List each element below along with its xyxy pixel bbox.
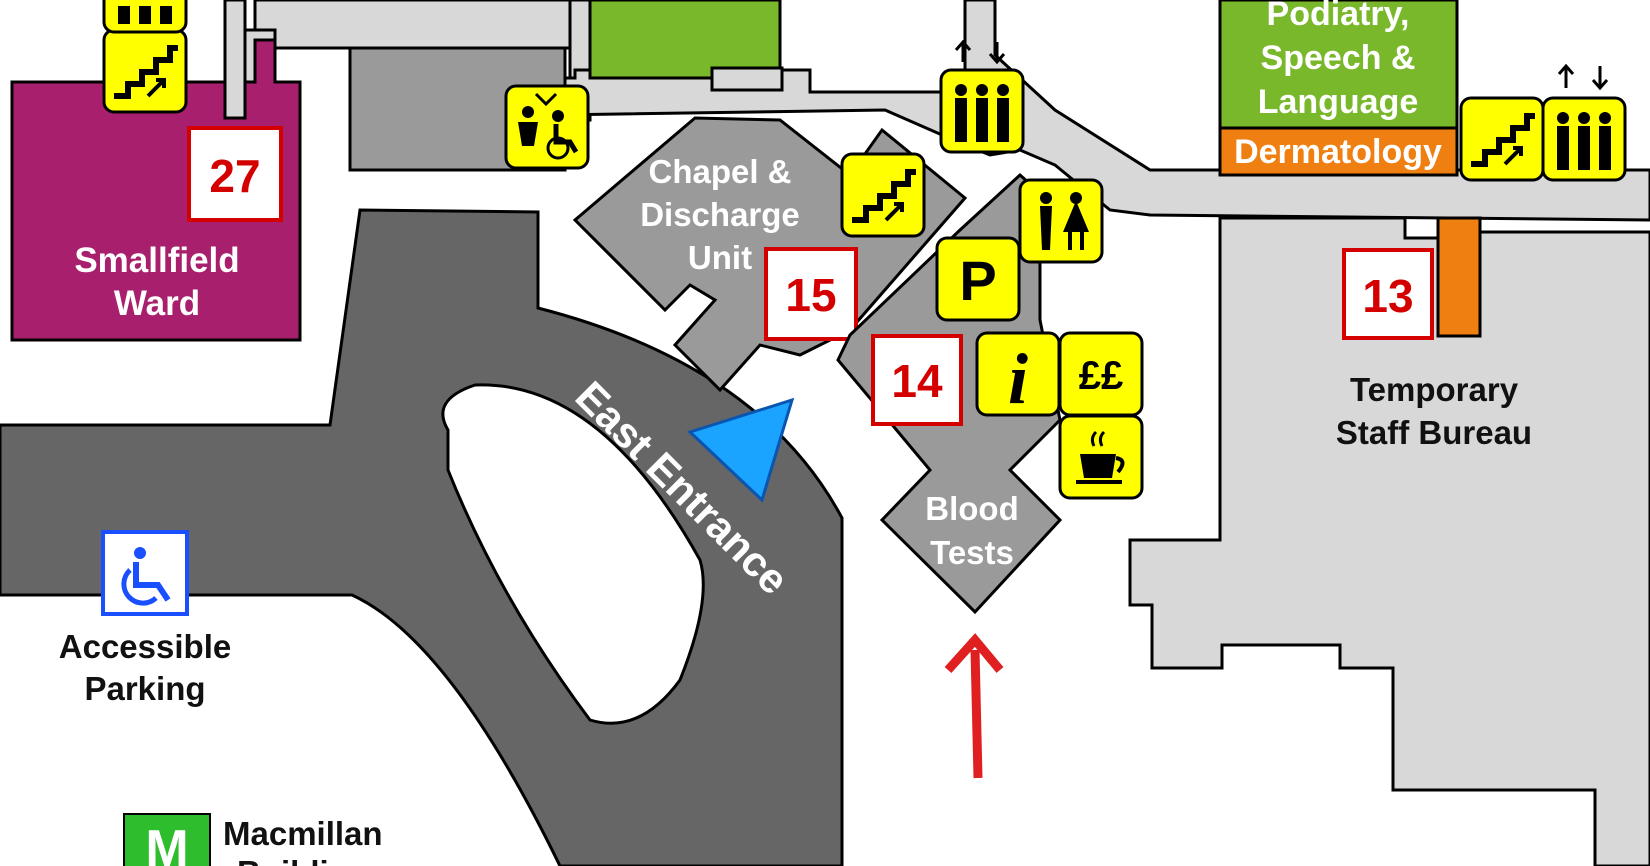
temporary-staff-label-2: Staff Bureau — [1336, 414, 1532, 451]
stairs-icon — [840, 152, 926, 238]
dermatology-label: Dermatology — [1234, 133, 1442, 171]
green-block-top — [588, 0, 782, 80]
parking-glyph: P — [959, 249, 996, 312]
podiatry-label-3: Language — [1258, 83, 1419, 121]
podiatry-label-2: Speech & — [1261, 39, 1416, 77]
temporary-staff-bureau: Temporary Staff Bureau 13 — [1128, 216, 1650, 866]
entrance-marker-icon — [687, 397, 795, 503]
blood-tests-label-2: Tests — [930, 534, 1014, 571]
cash-icon: ££ — [1058, 331, 1144, 417]
smallfield-label-1: Smallfield — [74, 241, 239, 280]
corridor-stub — [710, 66, 784, 92]
macmillan-building: M Macmillan Buildi — [123, 813, 383, 866]
building-number-15: 15 — [764, 247, 858, 341]
macmillan-label-2: Buildi — [237, 854, 329, 866]
temporary-staff-label-1: Temporary — [1350, 371, 1519, 408]
building-number-27-text: 27 — [209, 150, 260, 202]
cash-glyph: ££ — [1079, 354, 1124, 398]
direction-arrow-icon — [944, 633, 1004, 779]
wheelchair-icon — [101, 530, 189, 616]
lift-arrows-icon — [1557, 63, 1609, 91]
macmillan-logo-glyph: M — [145, 820, 188, 866]
information-glyph: i — [1008, 339, 1028, 419]
orange-stub — [1436, 216, 1482, 338]
lift-icon — [102, 0, 188, 34]
macmillan-logo-icon — [123, 813, 211, 866]
building-number-14: 14 — [871, 334, 963, 426]
building-number-13-text: 13 — [1362, 270, 1413, 322]
accessible-parking: Accessible Parking — [59, 530, 231, 707]
cup-icon — [1058, 414, 1144, 500]
podiatry-label-1: Podiatry, — [1267, 0, 1410, 33]
smallfield-ward: Smallfield Ward 27 — [10, 0, 302, 342]
blood-tests-label-1: Blood — [925, 490, 1018, 527]
parking-icon: P — [935, 236, 1021, 322]
lift-icon — [939, 68, 1025, 154]
lift-icon — [1541, 96, 1627, 182]
accessible-parking-label-2: Parking — [84, 670, 205, 707]
accessible-parking-label-1: Accessible — [59, 628, 231, 665]
building-number-13: 13 — [1342, 248, 1434, 340]
podiatry-block: Podiatry, Speech & Language Dermatology — [1218, 0, 1459, 177]
chapel-label-1: Chapel & — [648, 153, 791, 190]
chapel-label-2: Discharge — [640, 196, 800, 233]
information-icon: i — [975, 331, 1061, 419]
chapel-label-3: Unit — [688, 239, 752, 276]
toilets-icon — [1018, 178, 1104, 264]
building-number-14-text: 14 — [891, 355, 943, 407]
changing-places-icon — [504, 84, 590, 170]
building-number-15-text: 15 — [785, 269, 836, 321]
macmillan-label-1: Macmillan — [223, 815, 383, 852]
building-number-27: 27 — [187, 126, 283, 222]
stairs-icon — [1459, 96, 1545, 182]
smallfield-label-2: Ward — [114, 284, 200, 323]
stairs-icon — [102, 28, 188, 114]
east-entrance-road — [0, 208, 844, 866]
lift-arrows-icon — [954, 39, 1006, 65]
